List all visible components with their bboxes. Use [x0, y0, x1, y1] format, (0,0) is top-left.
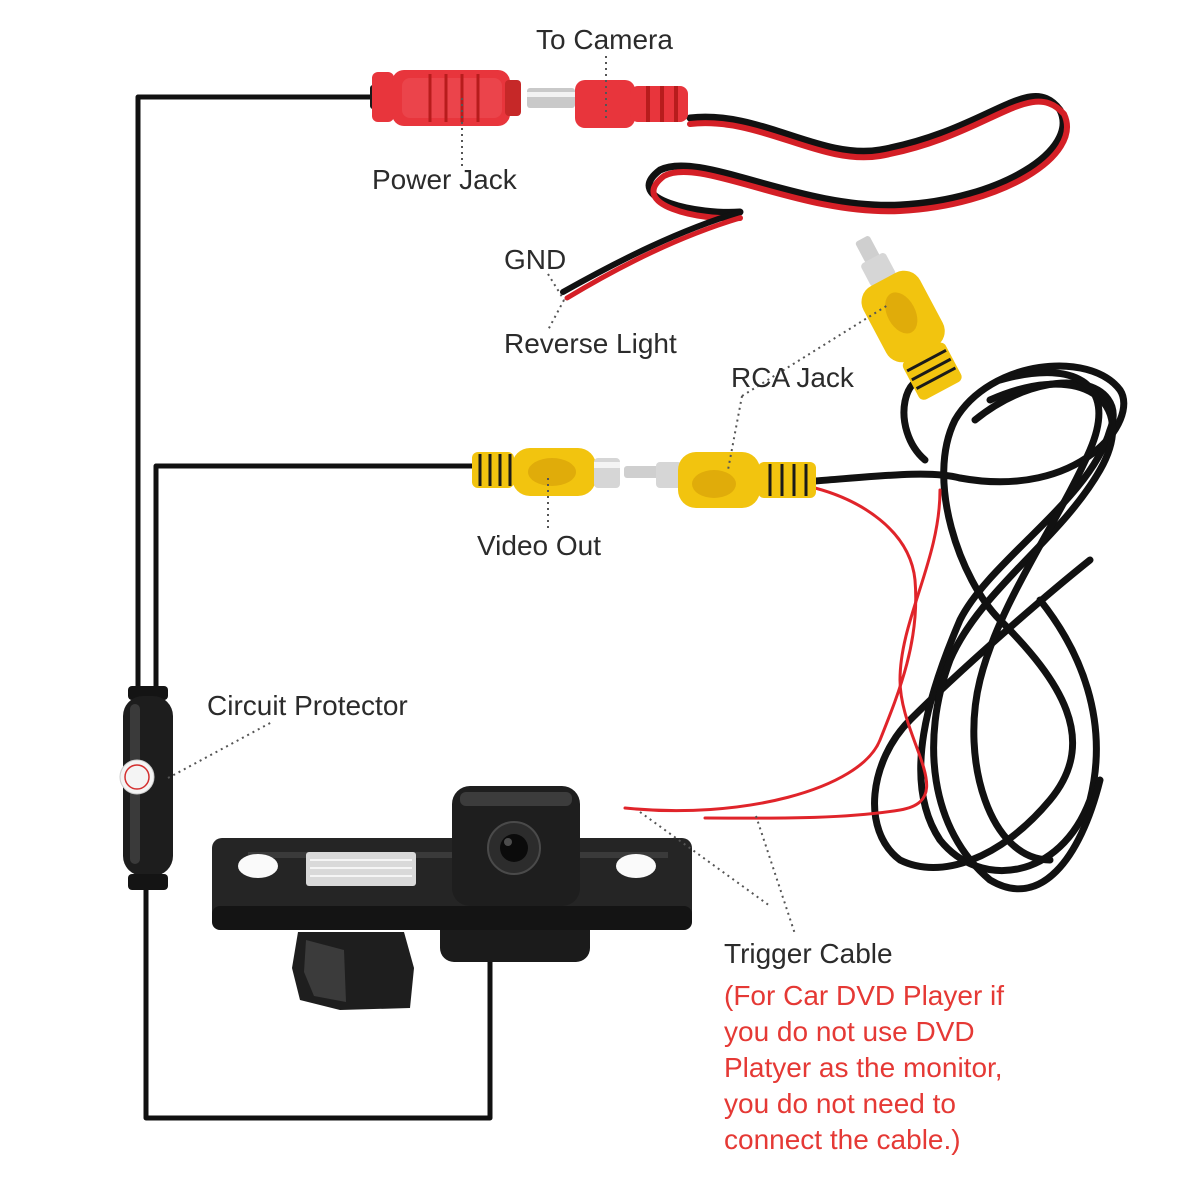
label-reverse-light: Reverse Light	[504, 328, 677, 359]
main-wires	[135, 94, 493, 1121]
note-line: you do not need to	[724, 1088, 956, 1119]
trigger-wires	[623, 486, 942, 820]
note-line: (For Car DVD Player if	[724, 980, 1005, 1011]
camera-plug-icon	[527, 80, 688, 128]
label-circuit-protector: Circuit Protector	[207, 690, 408, 721]
label-trigger-cable: Trigger Cable	[724, 938, 893, 969]
coiled-video-cable	[811, 362, 1128, 893]
camera-icon	[212, 786, 692, 1010]
video-out-rca-icon	[472, 448, 620, 496]
note-line: connect the cable.)	[724, 1124, 961, 1155]
fuse-icon	[119, 686, 173, 890]
rca-plug-upper-icon	[855, 236, 962, 400]
leader-lines	[167, 56, 889, 935]
power-jack-icon	[370, 70, 521, 126]
label-power-jack: Power Jack	[372, 164, 517, 195]
label-video-out: Video Out	[477, 530, 602, 561]
label-gnd: GND	[504, 244, 567, 275]
trigger-cable-note: (For Car DVD Player if you do not use DV…	[724, 978, 1184, 1158]
note-line: Platyer as the monitor,	[724, 1052, 1003, 1083]
note-line: you do not use DVD	[724, 1016, 975, 1047]
power-pair-cable	[560, 93, 1070, 301]
label-to-camera: To Camera	[536, 24, 673, 55]
label-rca-jack: RCA Jack	[731, 362, 854, 393]
rca-jack-icon	[624, 452, 816, 508]
